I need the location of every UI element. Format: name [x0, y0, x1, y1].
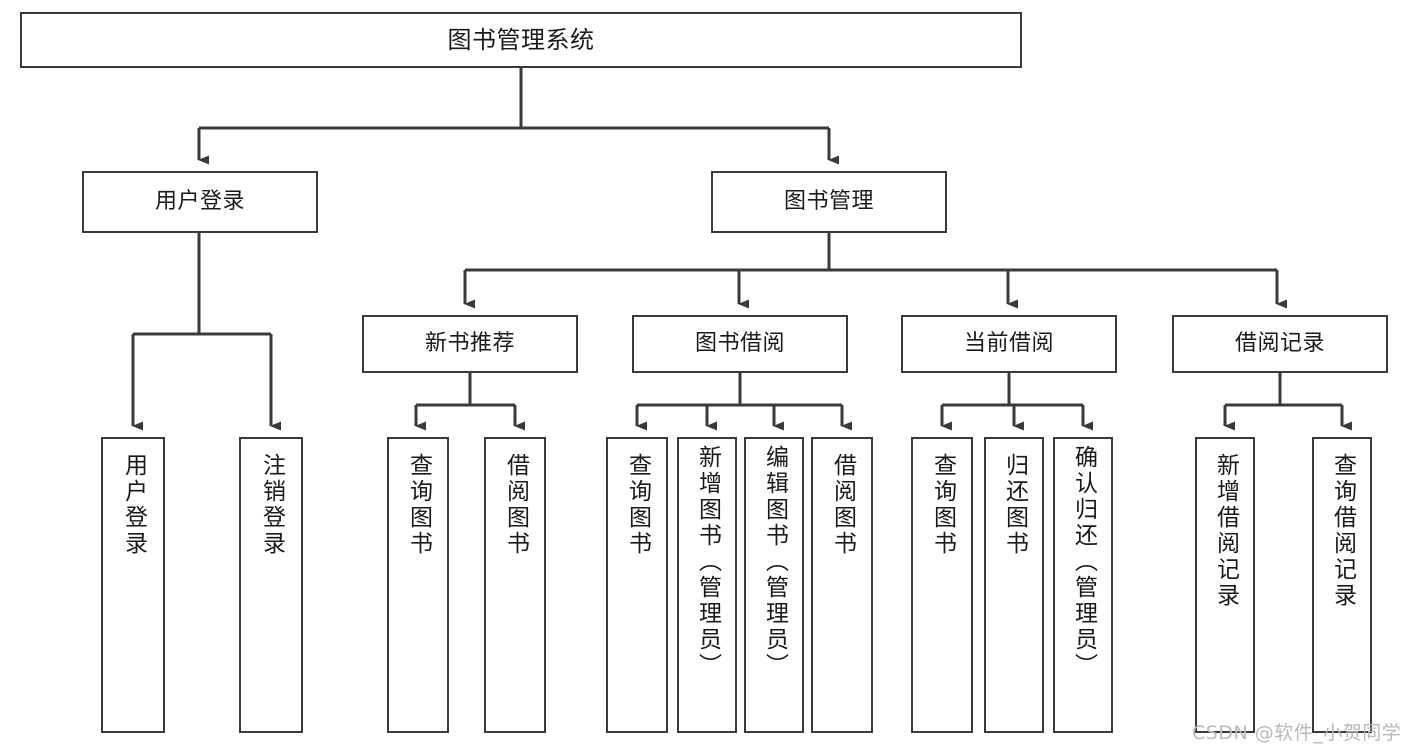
leaf-add-borrow-record-label: 新增借阅记录	[1212, 453, 1239, 609]
node-book-management[interactable]: 图书管理	[711, 171, 947, 233]
node-new-book-recommendation[interactable]: 新书推荐	[362, 315, 578, 373]
node-borrow-records[interactable]: 借阅记录	[1172, 315, 1388, 373]
leaf-borrow-books-borrow-label: 借阅图书	[829, 453, 856, 557]
node-book-borrowing[interactable]: 图书借阅	[632, 315, 848, 373]
node-book-management-label: 图书管理	[783, 188, 874, 214]
leaf-logout-label: 注销登录	[258, 453, 285, 557]
leaf-return-books-label: 归还图书	[1001, 453, 1028, 557]
leaf-borrow-books-new-label: 借阅图书	[502, 453, 529, 557]
leaf-edit-book-admin-label: 编辑图书（管理员）	[761, 445, 788, 679]
leaf-user-login[interactable]: 用户登录	[101, 437, 165, 733]
leaf-edit-book-admin[interactable]: 编辑图书（管理员）	[744, 437, 804, 733]
leaf-logout[interactable]: 注销登录	[239, 437, 303, 733]
leaf-query-books-borrow[interactable]: 查询图书	[606, 437, 668, 733]
csdn-watermark: CSDN @软件_小贺同学	[1192, 722, 1402, 744]
node-borrow-records-label: 借阅记录	[1234, 330, 1325, 356]
leaf-query-books-new[interactable]: 查询图书	[387, 437, 449, 733]
node-root-label: 图书管理系统	[447, 25, 595, 54]
leaf-add-borrow-record[interactable]: 新增借阅记录	[1195, 437, 1255, 733]
leaf-borrow-books-borrow[interactable]: 借阅图书	[811, 437, 873, 733]
leaf-query-books-current[interactable]: 查询图书	[911, 437, 973, 733]
leaf-query-books-current-label: 查询图书	[929, 453, 956, 557]
leaf-query-borrow-record-label: 查询借阅记录	[1329, 453, 1356, 609]
leaf-query-books-new-label: 查询图书	[405, 453, 432, 557]
leaf-query-books-borrow-label: 查询图书	[624, 453, 651, 557]
leaf-return-books[interactable]: 归还图书	[984, 437, 1044, 733]
leaf-borrow-books-new[interactable]: 借阅图书	[484, 437, 546, 733]
node-user-login-label: 用户登录	[154, 188, 245, 214]
node-book-borrowing-label: 图书借阅	[694, 330, 785, 356]
leaf-user-login-label: 用户登录	[120, 453, 147, 557]
node-user-login[interactable]: 用户登录	[82, 171, 318, 233]
leaf-confirm-return-admin[interactable]: 确认归还（管理员）	[1053, 437, 1113, 733]
leaf-query-borrow-record[interactable]: 查询借阅记录	[1312, 437, 1372, 733]
node-new-book-recommendation-label: 新书推荐	[424, 330, 515, 356]
node-current-borrowing[interactable]: 当前借阅	[901, 315, 1117, 373]
leaf-add-book-admin-label: 新增图书（管理员）	[694, 445, 721, 679]
node-current-borrowing-label: 当前借阅	[963, 330, 1054, 356]
node-root[interactable]: 图书管理系统	[20, 12, 1022, 68]
leaf-confirm-return-admin-label: 确认归还（管理员）	[1070, 445, 1097, 679]
leaf-add-book-admin[interactable]: 新增图书（管理员）	[677, 437, 737, 733]
